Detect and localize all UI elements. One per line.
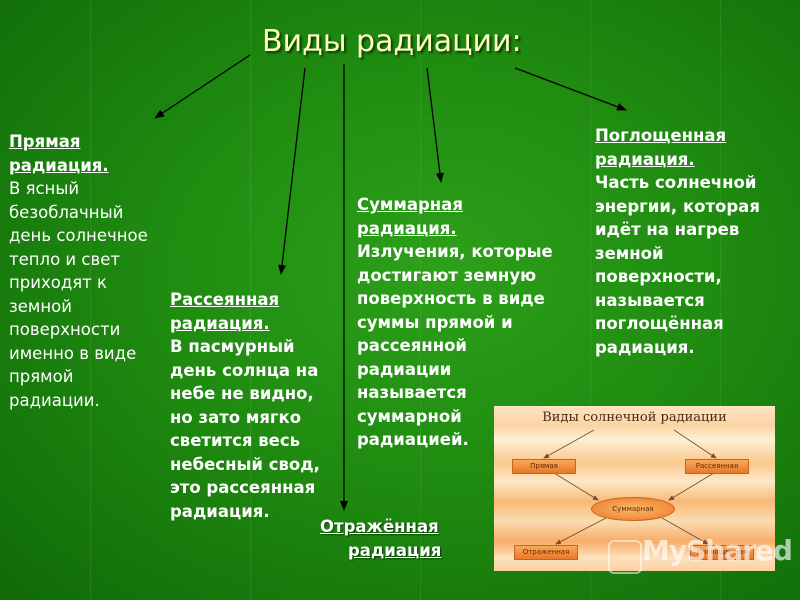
absorbed-radiation-block: Поглощенная радиация. Часть солнечной эн… xyxy=(595,124,760,359)
direct-line: поверхности xyxy=(9,320,121,339)
inset-arrows xyxy=(543,429,717,545)
direct-heading-l1: Прямая xyxy=(9,132,81,151)
diffuse-line: радиация. xyxy=(170,501,270,521)
absorbed-line: называется xyxy=(595,290,705,310)
absorbed-line: энергии, которая xyxy=(595,196,760,216)
arrow-to-direct xyxy=(154,54,251,119)
inset-ellipse-total: Суммарная xyxy=(591,497,675,521)
absorbed-line: поверхности, xyxy=(595,267,722,286)
absorbed-line: земной xyxy=(595,243,664,263)
slide-title: Виды радиации: xyxy=(262,24,522,59)
background-stripe xyxy=(420,0,421,600)
total-line: поверхность в виде xyxy=(357,289,545,308)
arrow-to-total xyxy=(426,67,444,183)
total-line: радиации xyxy=(357,359,452,379)
background-stripe xyxy=(590,0,591,600)
diffuse-line: небе не видно, xyxy=(170,384,314,403)
direct-line: земной xyxy=(9,296,72,316)
inset-box-reflected: Отраженная xyxy=(514,545,578,560)
total-line: Излучения, которые xyxy=(357,242,553,261)
reflected-radiation-label: Отражённая радиация xyxy=(320,515,441,563)
diffuse-heading-l2: радиация. xyxy=(170,313,270,333)
absorbed-line: поглощённая xyxy=(595,314,724,333)
direct-line: приходят к xyxy=(9,273,108,292)
inset-diagram-image: Виды солнечной радиации Прямая Рассеянна… xyxy=(494,406,775,571)
arrow-to-absorbed xyxy=(514,67,627,111)
absorbed-line: Часть солнечной xyxy=(595,173,757,192)
background-stripe xyxy=(720,0,721,600)
diffuse-line: но зато мягко xyxy=(170,407,302,427)
diffuse-line: светится весь xyxy=(170,431,301,450)
diffuse-line: день солнца на xyxy=(170,360,319,380)
direct-line: В ясный xyxy=(9,179,80,198)
inset-box-direct: Прямая xyxy=(512,459,576,474)
direct-line: день солнечное xyxy=(9,226,148,245)
diffuse-line: небесный свод, xyxy=(170,454,320,474)
diffuse-radiation-block: Рассеянная радиация. В пасмурный день со… xyxy=(170,288,320,523)
total-radiation-block: Суммарная радиация. Излучения, которые д… xyxy=(357,193,553,452)
total-line: радиацией. xyxy=(357,430,469,449)
absorbed-line: идёт на нагрев xyxy=(595,220,740,239)
total-line: называется xyxy=(357,383,467,402)
diffuse-line: это рассеянная xyxy=(170,478,316,497)
total-heading-l1: Суммарная xyxy=(357,195,463,214)
direct-line: радиации. xyxy=(9,390,100,410)
absorbed-line: радиация. xyxy=(595,337,695,357)
direct-heading-l2: радиация. xyxy=(9,155,109,175)
total-line: достигают земную xyxy=(357,265,537,285)
absorbed-heading-l1: Поглощенная xyxy=(595,126,727,145)
background-stripe xyxy=(90,0,91,600)
inset-box-diffuse: Рассеянная xyxy=(685,459,749,474)
total-line: суммарной xyxy=(357,406,462,426)
absorbed-heading-l2: радиация. xyxy=(595,149,695,169)
direct-line: безоблачный xyxy=(9,202,124,222)
reflected-line1: Отражённая xyxy=(320,517,439,536)
total-heading-l2: радиация. xyxy=(357,218,457,238)
watermark-badge xyxy=(608,540,642,574)
direct-line: именно в виде xyxy=(9,343,137,363)
reflected-line2: радиация xyxy=(348,541,442,560)
total-line: рассеянной xyxy=(357,336,467,355)
arrow-to-diffuse xyxy=(278,67,306,275)
inset-box-absorbed: Поглощенная xyxy=(690,545,754,560)
background-stripe xyxy=(250,0,251,600)
watermark-text: MyShared xyxy=(642,534,793,567)
diffuse-heading-l1: Рассеянная xyxy=(170,290,280,309)
diffuse-line: В пасмурный xyxy=(170,337,295,356)
total-line: суммы прямой и xyxy=(357,312,513,332)
direct-line: тепло и свет xyxy=(9,249,120,269)
direct-radiation-block: Прямая радиация. В ясный безоблачный ден… xyxy=(9,130,148,412)
inset-title: Виды солнечной радиации xyxy=(542,410,727,425)
direct-line: прямой xyxy=(9,367,74,386)
